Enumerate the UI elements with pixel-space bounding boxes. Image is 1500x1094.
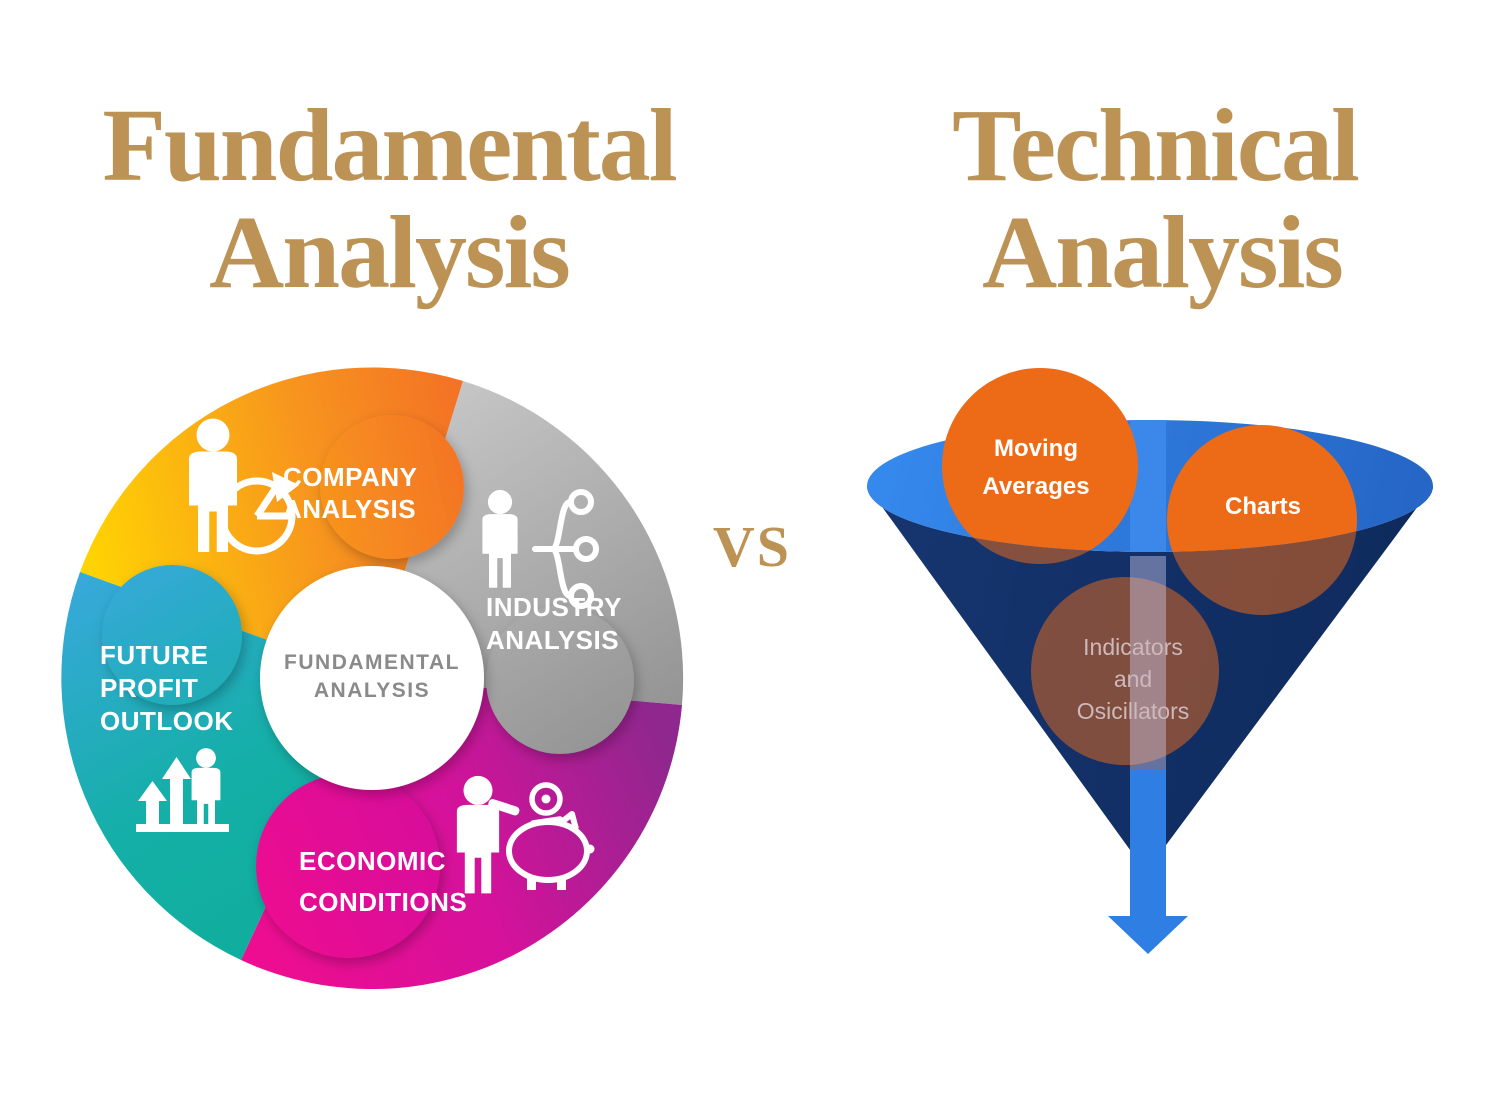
titles: Fundamental Analysis Technical Analysis bbox=[102, 88, 1361, 310]
technical-analysis-funnel: Moving Averages Charts Indicators and Os… bbox=[867, 368, 1433, 954]
wheel-center-label-line1: FUNDAMENTAL bbox=[284, 651, 460, 674]
fundamental-analysis-wheel: COMPANY ANALYSIS INDUSTRY ANALYSIS FUTUR… bbox=[61, 367, 684, 990]
economic-conditions-label-line2: CONDITIONS bbox=[299, 887, 467, 917]
segment-head-economic bbox=[256, 774, 440, 958]
moving-averages-label-line1: Moving bbox=[994, 435, 1078, 462]
bubble-moving-averages bbox=[942, 368, 1138, 564]
businessman-org-nodes-icon bbox=[482, 489, 599, 609]
industry-analysis-label-line2: ANALYSIS bbox=[486, 625, 619, 655]
funnel-arrow-shaft-top bbox=[1130, 420, 1166, 552]
charts-label: Charts bbox=[1225, 493, 1301, 520]
businessman-pie-chart-icon bbox=[189, 418, 299, 555]
future-profit-outlook-label-line2: PROFIT bbox=[100, 673, 198, 703]
indicators-label-line3: Osicillators bbox=[1077, 698, 1189, 724]
segment-head-company bbox=[320, 415, 464, 559]
economic-conditions-label-line1: ECONOMIC bbox=[299, 846, 446, 876]
future-profit-outlook-label-line1: FUTURE bbox=[100, 640, 208, 670]
bubble-charts bbox=[1167, 425, 1357, 615]
segment-head-future bbox=[102, 565, 242, 705]
industry-analysis-label-line1: INDUSTRY bbox=[486, 592, 622, 622]
indicators-label-line1: Indicators bbox=[1083, 634, 1183, 660]
future-profit-outlook-label-line3: OUTLOOK bbox=[100, 706, 234, 736]
funnel-arrow-shaft-inner bbox=[1130, 556, 1166, 772]
moving-averages-label-line2: Averages bbox=[982, 473, 1089, 500]
growth-arrows-businessman-icon bbox=[136, 748, 229, 832]
wheel-center-circle bbox=[260, 566, 484, 790]
indicators-label-line2: and bbox=[1114, 666, 1152, 692]
company-analysis-label-line2: ANALYSIS bbox=[283, 494, 416, 524]
vs-label: VS bbox=[713, 514, 791, 579]
left-title-line2: Analysis bbox=[209, 195, 569, 310]
businessman-piggy-bank-icon bbox=[456, 775, 595, 894]
right-title-line1: Technical bbox=[952, 88, 1359, 203]
left-title-line1: Fundamental bbox=[102, 88, 676, 203]
funnel-arrow-head bbox=[1108, 770, 1188, 954]
bubble-indicators-oscillators bbox=[1031, 577, 1219, 765]
segment-head-industry bbox=[486, 606, 634, 754]
right-title-line2: Analysis bbox=[982, 195, 1342, 310]
wheel-center-label-line2: ANALYSIS bbox=[314, 679, 430, 702]
company-analysis-label-line1: COMPANY bbox=[283, 462, 417, 492]
